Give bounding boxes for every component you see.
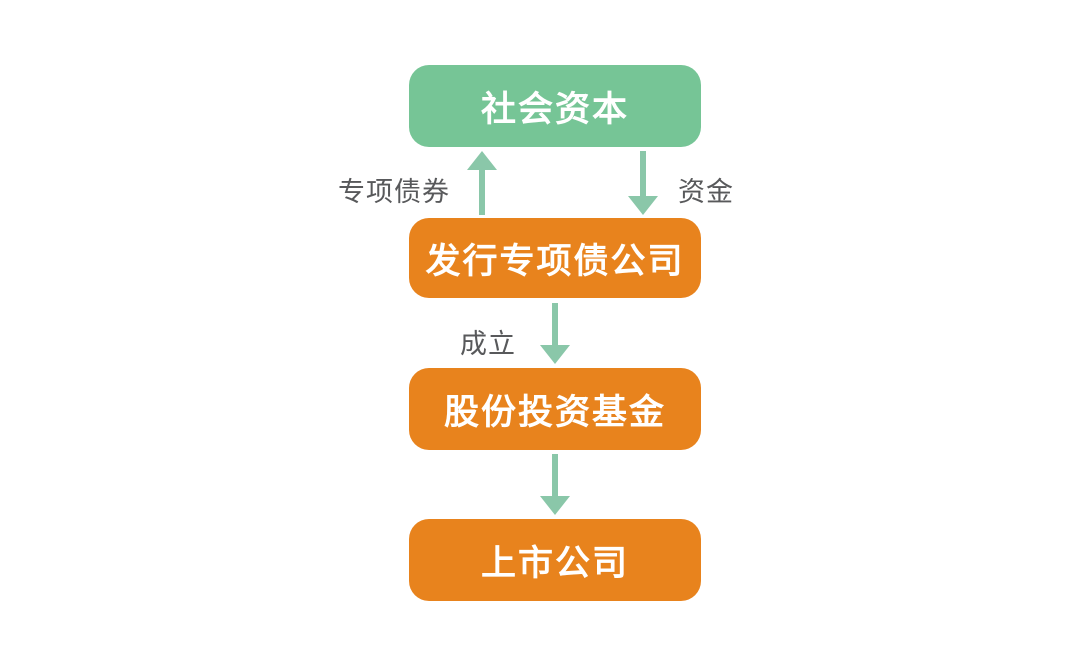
arrow-down-funds-stem [640, 151, 646, 196]
arrow-up-special-bonds [467, 151, 497, 215]
edge-label-establish: 成立 [460, 329, 516, 359]
arrow-down-establish-stem [552, 303, 558, 345]
arrow-down-invest [540, 454, 570, 515]
edge-label-funds: 资金 [678, 177, 734, 207]
arrow-down-invest-stem [552, 454, 558, 496]
arrow-down-funds-head-icon [628, 196, 658, 215]
arrow-up-head-icon [467, 151, 497, 170]
arrow-up-stem [479, 170, 485, 215]
node-social-capital: 社会资本 [409, 65, 701, 147]
node-social-capital-label: 社会资本 [480, 89, 629, 129]
node-special-bond-issuer: 发行专项债公司 [409, 218, 701, 298]
arrow-down-invest-head-icon [540, 496, 570, 515]
node-listed-company-label: 上市公司 [480, 543, 629, 583]
arrow-down-establish [540, 303, 570, 364]
node-listed-company: 上市公司 [409, 519, 701, 601]
node-equity-investment-fund: 股份投资基金 [409, 368, 701, 450]
node-special-bond-issuer-label: 发行专项债公司 [425, 241, 685, 281]
arrow-down-establish-head-icon [540, 345, 570, 364]
node-equity-investment-fund-label: 股份投资基金 [443, 392, 666, 432]
edge-label-special-bonds: 专项债券 [338, 177, 450, 207]
arrow-down-funds [628, 151, 658, 215]
